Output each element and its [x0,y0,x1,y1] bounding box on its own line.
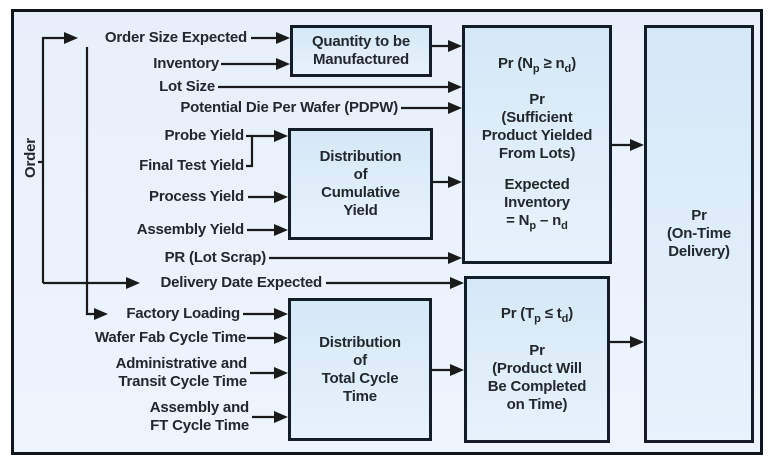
order-vertical-label: Order [21,138,39,178]
on-time-delivery-text: Pr (On-Time Delivery) [667,207,731,260]
input-label-probe-yield: Probe Yield [164,127,245,144]
input-label-lot-size: Lot Size [159,78,215,95]
input-label-delivery-date-expected: Delivery Date Expected [160,274,322,291]
formula-tp-le-td: Pr (Tp ≤ td) [500,305,574,325]
input-label-pr-lot-scrap: PR (Lot Scrap) [164,249,267,266]
box-prob-sufficient-product: Pr (Np ≥ nd) Pr (Sufficient Product Yiel… [462,25,612,264]
expected-inventory-block: Expected Inventory = Np – nd [504,176,570,235]
input-label-order-size-expected: Order Size Expected [104,29,247,46]
box-quantity-to-be-manufactured: Quantity to be Manufactured [290,25,432,77]
input-label-factory-loading: Factory Loading [126,305,240,322]
prob-time-body: Pr (Product Will Be Completed on Time) [487,342,587,413]
input-label-assembly-yield: Assembly Yield [136,221,244,238]
input-label-pdpw: Potential Die Per Wafer (PDPW) [180,99,398,116]
input-label-wafer-fab-cycle-time: Wafer Fab Cycle Time [94,329,246,346]
box-pr-on-time-delivery: Pr (On-Time Delivery) [644,25,754,443]
input-label-assembly-ft-cycle-time: Assembly and FT Cycle Time [149,399,250,434]
input-label-inventory: Inventory [153,55,219,72]
box-total-cycle-text: Distribution of Total Cycle Time [319,333,401,405]
box-cum-yield-text: Distribution of Cumulative Yield [319,148,402,219]
box-prob-completed-on-time: Pr (Tp ≤ td) Pr (Product Will Be Complet… [464,276,610,443]
box-distribution-cumulative-yield: Distribution of Cumulative Yield [288,128,433,240]
formula-np-ge-nd: Pr (Np ≥ nd) [497,54,577,75]
box-distribution-total-cycle-time: Distribution of Total Cycle Time [288,298,432,441]
input-label-final-test-yield: Final Test Yield [139,157,244,174]
formula-np-minus-nd: = Np – nd [506,211,568,232]
prob-sufficient-body: Pr (Sufficient Product Yielded From Lots… [481,90,593,162]
input-label-admin-transit-cycle-time: Administrative and Transit Cycle Time [115,355,248,390]
input-label-process-yield: Process Yield [149,188,244,205]
box-quantity-text: Quantity to be Manufactured [311,33,411,68]
expected-inventory-text: Expected Inventory [504,175,570,211]
